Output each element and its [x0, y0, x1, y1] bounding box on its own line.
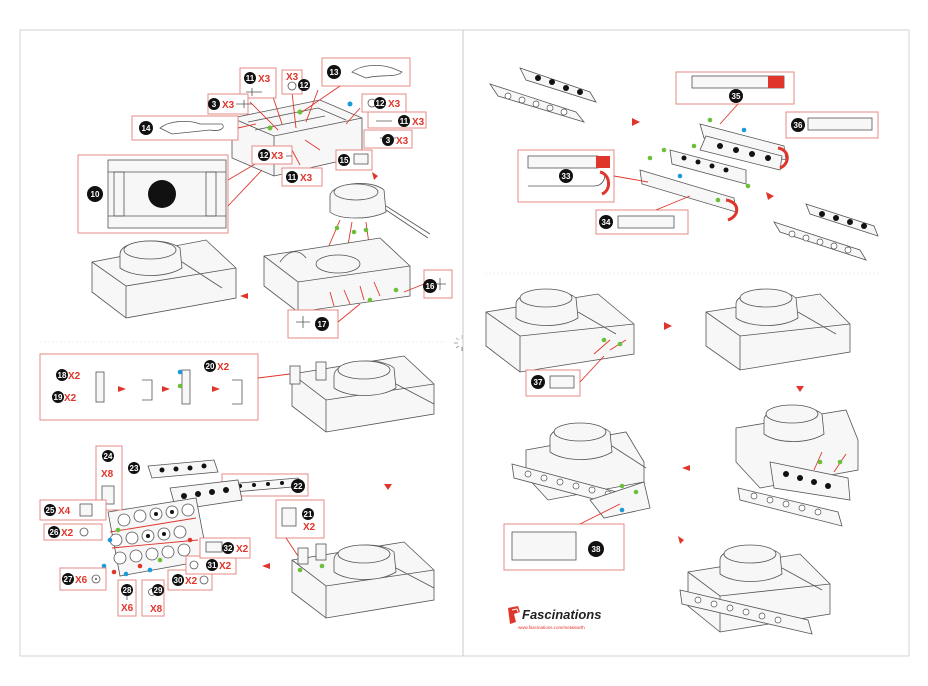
step-19-number: 19 — [54, 393, 63, 402]
step-12-extra-qty: X3 — [286, 72, 299, 83]
hull-assembly-step16 — [263, 237, 411, 313]
road-wheel-cluster — [101, 497, 209, 577]
tank-view-a — [485, 288, 635, 373]
step-36-number: 36 — [794, 121, 803, 130]
step-32-number: 32 — [224, 544, 233, 553]
step-19-qty: X2 — [64, 393, 77, 404]
hull-assembled-view3 — [291, 541, 435, 619]
step-21-number: 21 — [304, 510, 313, 519]
step-29-number: 29 — [154, 586, 163, 595]
step-18-qty: X2 — [68, 371, 81, 382]
step-3b-number: 3 — [386, 136, 391, 145]
step-23-number: 23 — [130, 464, 139, 473]
step-15-number: 15 — [340, 156, 349, 165]
tank-view-c — [735, 404, 859, 527]
step-12a-number: 12 — [376, 99, 385, 108]
step-38-number: 38 — [592, 545, 601, 554]
step-28-number: 28 — [123, 586, 132, 595]
step-20-qty: X2 — [217, 362, 230, 373]
hull-assembled-view1 — [91, 239, 237, 319]
step-30-qty: X2 — [185, 576, 198, 587]
step-25-qty: X4 — [58, 506, 71, 517]
step-24-qty: X8 — [101, 469, 114, 480]
step-22-number: 22 — [294, 482, 303, 491]
brand-name: Fascinations — [522, 607, 602, 622]
fascinations-logo — [506, 604, 616, 634]
step-25-number: 25 — [46, 506, 55, 515]
step-27-number: 27 — [64, 575, 73, 584]
step-11a-number: 11 — [246, 74, 255, 83]
step-11c-number: 11 — [288, 173, 297, 182]
step-11b-number: 11 — [400, 117, 409, 126]
brand-url: www.fascinations.com/metalearth — [518, 625, 585, 630]
step-27-qty: X6 — [75, 575, 88, 586]
step-11b-qty: X3 — [412, 117, 425, 128]
spinner-icon — [454, 335, 463, 351]
step-14-number: 14 — [142, 124, 151, 133]
step-11c-qty: X3 — [300, 173, 313, 184]
track-assembly-lower — [639, 147, 751, 222]
step-35-number: 35 — [732, 92, 741, 101]
step-18-number: 18 — [58, 371, 67, 380]
track-sideview-a — [489, 67, 597, 123]
step-34-number: 34 — [602, 218, 611, 227]
step-11a-qty: X3 — [258, 74, 271, 85]
step-10-number: 10 — [91, 190, 100, 199]
step-badges: 3 X3 3 X3 10 11 X3 11 X3 11 X3 12 X3 12 … — [44, 65, 805, 615]
hull-plate-part — [107, 159, 227, 229]
hull-assembled-view2 — [289, 355, 435, 433]
step-17-number: 17 — [318, 320, 327, 329]
step-21-qty: X2 — [303, 522, 316, 533]
step-24-number: 24 — [104, 452, 113, 461]
step-30-number: 30 — [174, 576, 183, 585]
step-29-qty: X8 — [150, 604, 163, 615]
step-16-number: 16 — [426, 282, 435, 291]
step-12a-qty: X3 — [388, 99, 401, 110]
track-assembly — [691, 117, 789, 171]
step-20-number: 20 — [206, 362, 215, 371]
step-3a-number: 3 — [212, 100, 217, 109]
brand-mark-icon — [508, 606, 520, 624]
step-3a-qty: X3 — [222, 100, 235, 111]
step-33-number: 33 — [562, 172, 571, 181]
bracket-parts — [95, 369, 243, 405]
step-12c-number: 12 — [300, 81, 309, 90]
step-12b-number: 12 — [260, 151, 269, 160]
tank-view-d — [511, 422, 651, 519]
step-26-number: 26 — [50, 528, 59, 537]
step-37-number: 37 — [534, 378, 543, 387]
step-31-qty: X2 — [219, 561, 232, 572]
tank-view-b — [705, 288, 851, 371]
step-26-qty: X2 — [61, 528, 74, 539]
track-sideview-b — [773, 203, 879, 261]
step-31-number: 31 — [208, 561, 217, 570]
tank-final — [679, 544, 831, 635]
turret-assembly — [321, 183, 431, 269]
step-12b-qty: X3 — [271, 151, 284, 162]
step-13-number: 13 — [330, 68, 339, 77]
step-28-qty: X6 — [121, 603, 134, 614]
step-3b-qty: X3 — [396, 136, 409, 147]
step-32-qty: X2 — [236, 544, 249, 555]
